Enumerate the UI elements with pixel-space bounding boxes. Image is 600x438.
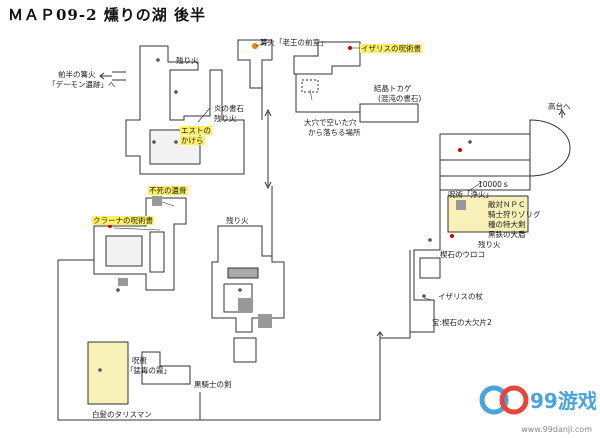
arrow-up-right <box>558 109 566 118</box>
room-upper-left <box>125 45 245 175</box>
label-crystal-lizard: 結晶トカゲ <box>374 84 412 93</box>
label-pyromancy-flame: 呪術「浄火」 <box>448 190 493 199</box>
loop-right <box>200 338 381 421</box>
label-bonfire-top: 篝火「老王の前室」 <box>260 38 328 47</box>
label-highland: 高台へ <box>548 102 571 111</box>
label-ring: 種の特大剣 <box>488 220 526 229</box>
label-hole-2: から落ちる場所 <box>308 128 361 137</box>
label-dregs-tome: (混沌の書石) <box>378 94 422 103</box>
page-title: ＭＡＰ09-2 燻りの湖 後半 <box>8 6 206 24</box>
label-poison-mist: 「猛毒の霧」 <box>126 366 171 375</box>
label-previous-bonfire: 前半の篝火 <box>58 70 96 79</box>
label-knight-hunter: 騎士狩りゾリグ <box>488 210 541 219</box>
label-pyromancy-poison: 呪術 <box>132 356 147 365</box>
label-estus-1: エストの <box>180 126 212 135</box>
label-flame-stone: 炎の書石 <box>214 104 244 113</box>
label-titanite-chunk: 宝:楔石の大欠片2 <box>432 318 492 327</box>
label-demon-ruins: 「デーモン遺跡」へ <box>48 80 116 89</box>
label-ember-2: 残り火 <box>214 114 237 123</box>
tower-right <box>529 119 571 177</box>
corridor-right <box>295 74 419 123</box>
corridor-right-down <box>379 160 441 420</box>
room-lower-center <box>211 225 285 333</box>
label-hostile-npc: 敵対ＮＰＣ <box>488 200 526 209</box>
arrow-left <box>99 72 112 80</box>
path-left-exit <box>112 71 126 81</box>
label-black-knight-sword: 黒騎士の剣 <box>194 380 232 389</box>
watermark-url: www.99danji.com <box>521 425 592 434</box>
label-ember-4: 残り火 <box>478 240 501 249</box>
label-twinkling-titanite: 楔石のウロコ <box>440 250 485 259</box>
bonfire-icon <box>252 43 258 49</box>
label-undead-bone: 不死の遺骨 <box>148 186 188 195</box>
label-talisman: 白髪のタリスマン <box>92 410 152 419</box>
label-ember-3: 残り火 <box>226 216 249 225</box>
ladder-link <box>261 88 273 258</box>
watermark-logo: 99游戏 <box>479 385 596 415</box>
label-souls: 10000ｓ <box>478 180 510 189</box>
room-top-right <box>293 41 361 75</box>
room-bottom-center <box>141 351 191 385</box>
label-izalith-tome: イザリスの呪術書 <box>360 44 422 53</box>
label-izalith-staff: イザリスの杖 <box>438 292 483 301</box>
outer-loop <box>57 259 201 421</box>
label-black-knight-shield: 黒鉄の大盾 <box>488 230 526 239</box>
room-right-top <box>439 133 531 161</box>
room-bottom-left <box>87 341 129 405</box>
label-estus-2: かけら <box>180 136 205 145</box>
item-marker-icon <box>348 46 352 50</box>
label-hole-1: 大穴で空いた穴 <box>304 118 357 127</box>
label-quelana-tome: クラーナの呪術書 <box>92 216 154 225</box>
label-ember-1: 残り火 <box>176 56 199 65</box>
watermark-brand: 99游戏 <box>530 389 596 413</box>
